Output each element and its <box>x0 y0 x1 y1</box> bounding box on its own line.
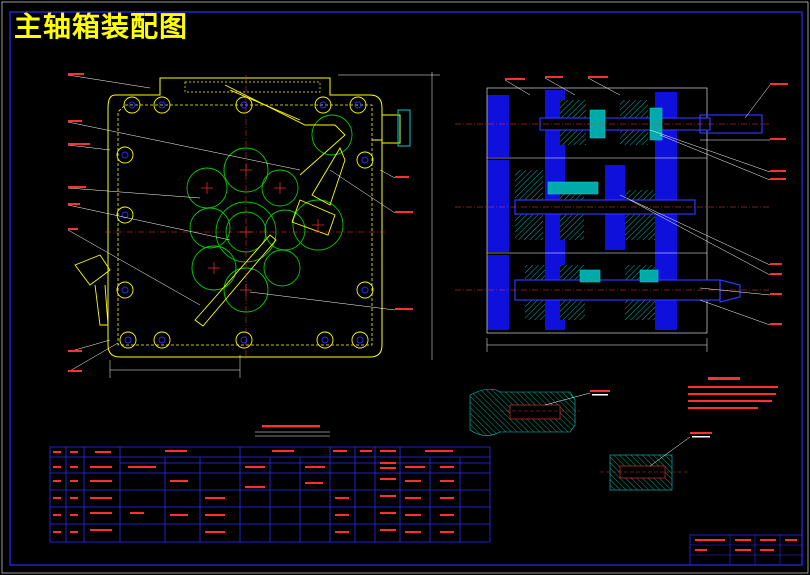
front-view-housing <box>107 77 411 358</box>
side-view-outline <box>486 87 708 334</box>
shaft-centre-lines <box>455 123 770 291</box>
side-view-leader-tags <box>505 76 788 325</box>
gear-train <box>186 114 353 313</box>
detail-view-2 <box>600 432 712 491</box>
centre-lines <box>105 75 385 360</box>
front-view-leader-tags <box>68 73 413 372</box>
bolt-holes <box>116 96 374 349</box>
technical-requirements <box>688 377 778 409</box>
parts-table <box>49 446 491 543</box>
side-view-leaders <box>486 77 771 352</box>
detail-view-1 <box>469 388 610 436</box>
parts-table-entries <box>53 450 454 533</box>
drawing-title: 主轴箱装配图 <box>14 10 189 43</box>
front-view-leaders <box>67 72 440 378</box>
shift-lever <box>74 84 346 327</box>
title-block <box>689 534 803 566</box>
parts-table-title <box>255 425 330 437</box>
